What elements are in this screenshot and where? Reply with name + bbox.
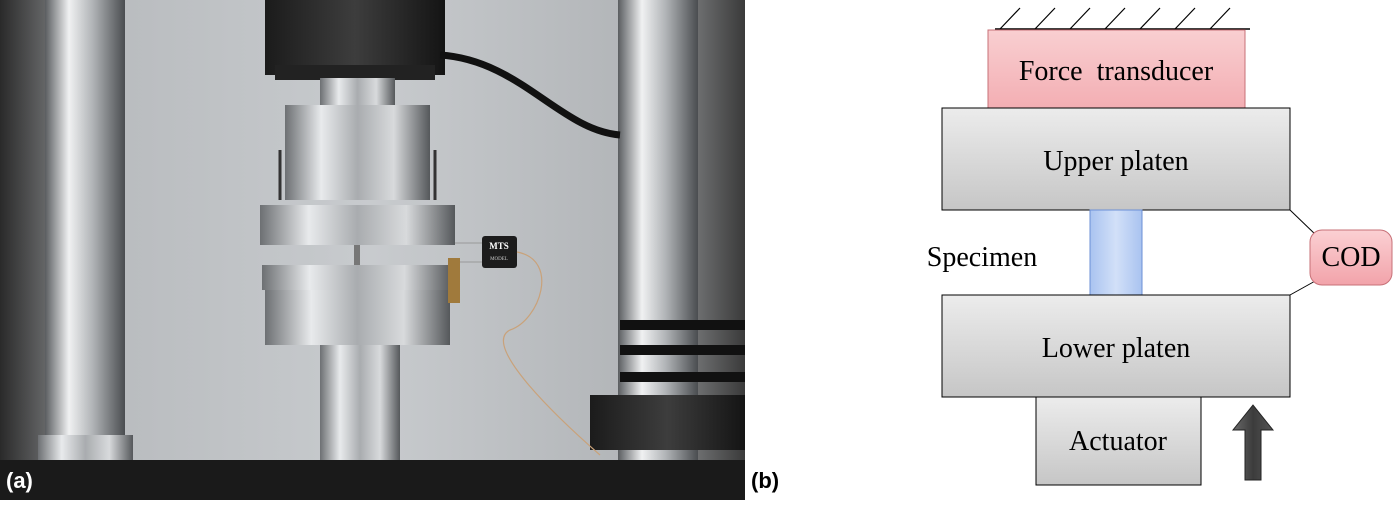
upper-platen-cylinder (285, 105, 430, 200)
lower-platen-cylinder (265, 290, 450, 345)
upper-adapter (320, 78, 395, 108)
cable-tie-2 (620, 345, 745, 355)
load-cell-cable (439, 51, 621, 139)
upper-platen-label: Upper platen (1043, 146, 1188, 177)
cod-box (1309, 229, 1393, 286)
actuator-rod (320, 345, 400, 460)
cable-tie-1 (620, 320, 745, 330)
panel-b-label: (b) (751, 468, 779, 493)
extensometer-brand: MTS (489, 241, 509, 251)
specimen-label: Specimen (927, 242, 1037, 273)
lower-platen-disk (262, 265, 452, 290)
force-transducer-box (987, 29, 1246, 109)
up-arrow-icon (1231, 404, 1275, 481)
specimen-box (1089, 209, 1143, 296)
fixed-support (995, 7, 1250, 30)
cable-tie-3 (620, 372, 745, 382)
cod-label: COD (1321, 242, 1380, 273)
upper-platen-box (941, 107, 1291, 211)
actuator-label: Actuator (1069, 426, 1168, 457)
test-rig-photo: MTS MODEL (a) (0, 0, 745, 500)
right-column (618, 0, 698, 460)
panel-a-label: (a) (6, 468, 33, 493)
lower-platen-label: Lower platen (1042, 333, 1191, 364)
schematic-diagram: Force transducer Upper platen Specimen C… (745, 0, 1400, 500)
right-column-clamp (590, 395, 745, 450)
load-cell-housing (265, 0, 445, 75)
extensometer-model: MODEL (490, 257, 508, 262)
load-cell-bolts (275, 65, 435, 80)
machine-base (0, 460, 745, 500)
specimen-rod (354, 245, 360, 265)
upper-platen-disk (260, 205, 455, 245)
extensometer (482, 236, 517, 268)
left-column (45, 0, 125, 450)
cod-connector-lower (1289, 279, 1318, 296)
schematic-svg: Force transducer Upper platen Specimen C… (751, 7, 1393, 493)
test-rig-illustration: MTS MODEL (a) (0, 0, 745, 500)
cod-connector-upper (1289, 209, 1318, 237)
extensometer-wire (502, 251, 601, 456)
extensometer-mount (448, 258, 460, 303)
force-transducer-label: Force transducer (1019, 56, 1214, 87)
actuator-box (1035, 396, 1202, 486)
